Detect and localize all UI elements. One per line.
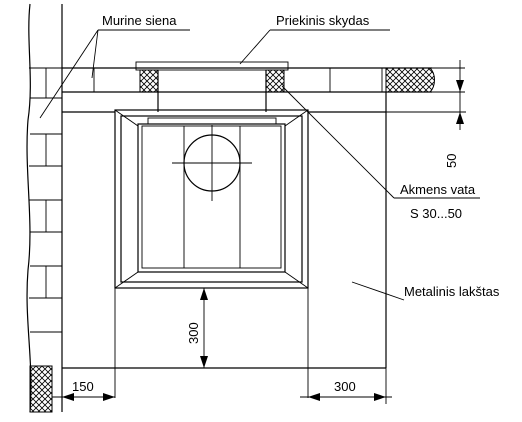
brick-wall [26,3,63,413]
leader-lines [39,29,480,301]
top-collar [135,61,289,112]
label-akmens-vata: Akmens vata [400,182,476,197]
dimension-300-horizontal: 300 [300,368,392,404]
label-murine-siena: Murine siena [102,13,177,28]
label-akmens-vata-spec: S 30...50 [410,206,462,221]
front-panel [62,67,465,93]
dim-300-vertical-text: 300 [186,322,201,344]
flue-opening [172,125,252,201]
metal-sheet [62,92,387,398]
label-priekinis-skydas: Priekinis skydas [276,13,370,28]
label-metalinis-lakstas: Metalinis lakštas [404,284,500,299]
dimension-300-vertical: 300 [186,288,208,368]
dim-50-text: 50 [444,154,459,168]
dim-300-horizontal-text: 300 [334,379,356,394]
dimension-50: 50 [386,60,466,168]
dimension-150: 150 [52,368,115,404]
dim-150-text: 150 [72,379,94,394]
fireplace-insert [114,109,309,289]
